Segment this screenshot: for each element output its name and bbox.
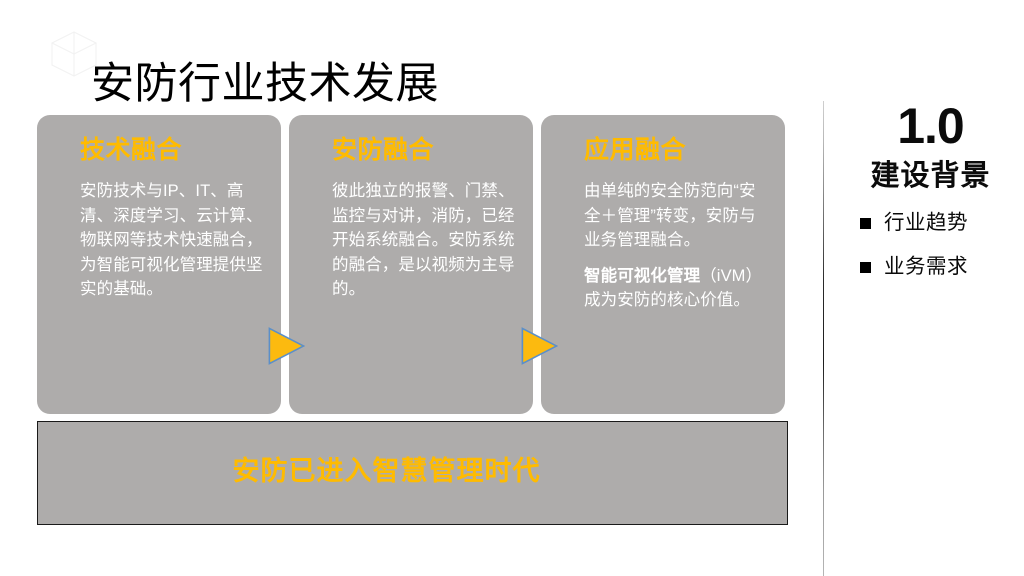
card-title: 技术融合 [80, 136, 183, 164]
card-body: 彼此独立的报警、门禁、监控与对讲，消防，已经开始系统融合。安防系统的融合，是以视… [332, 179, 517, 302]
card-body: 安防技术与IP、IT、高清、深度学习、云计算、物联网等技术快速融合，为智能可视化… [80, 179, 265, 302]
vertical-divider [823, 101, 825, 576]
card-body: 由单纯的安全防范向“安全＋管理”转变，安防与业务管理融合。 智能可视化管理（iV… [584, 179, 769, 313]
sidebar-item-label: 业务需求 [884, 255, 968, 278]
sidebar-item-business-demand[interactable]: 业务需求 [860, 254, 1018, 280]
section-subtitle: 建设背景 [870, 160, 991, 192]
conclusion-banner-text: 安防已进入智慧管理时代 [232, 456, 541, 486]
concept-card-application-fusion[interactable]: 应用融合 由单纯的安全防范向“安全＋管理”转变，安防与业务管理融合。 智能可视化… [541, 115, 785, 414]
concept-card-technology-fusion[interactable]: 技术融合 安防技术与IP、IT、高清、深度学习、云计算、物联网等技术快速融合，为… [37, 115, 281, 414]
sidebar-item-industry-trend[interactable]: 行业趋势 [860, 210, 1018, 236]
section-number: 1.0 [897, 98, 965, 154]
arrow-card2-to-card3-icon [521, 327, 559, 365]
conclusion-banner[interactable]: 安防已进入智慧管理时代 [37, 421, 788, 525]
concept-card-security-fusion[interactable]: 安防融合 彼此独立的报警、门禁、监控与对讲，消防，已经开始系统融合。安防系统的融… [289, 115, 533, 414]
card-emphasis-rest: （iVM）成为安防的核心价值。 [584, 266, 763, 310]
card-title: 安防融合 [332, 136, 435, 164]
section-topic-list: 行业趋势 业务需求 [843, 210, 1018, 280]
sidebar-item-label: 行业趋势 [884, 211, 968, 234]
section-sidebar: 1.0 建设背景 行业趋势 业务需求 [843, 98, 1018, 298]
square-bullet-icon [860, 261, 871, 273]
card-emphasis-bold: 智能可视化管理 [584, 266, 701, 285]
square-bullet-icon [860, 217, 871, 229]
card-title: 应用融合 [584, 136, 687, 164]
arrow-card1-to-card2-icon [268, 327, 306, 365]
card-paragraph: 彼此独立的报警、门禁、监控与对讲，消防，已经开始系统融合。安防系统的融合，是以视… [332, 182, 515, 298]
card-paragraph: 由单纯的安全防范向“安全＋管理”转变，安防与业务管理融合。 [584, 182, 756, 249]
concept-cards-row: 技术融合 安防技术与IP、IT、高清、深度学习、云计算、物联网等技术快速融合，为… [37, 115, 785, 414]
card-paragraph-emphasis: 智能可视化管理（iVM）成为安防的核心价值。 [584, 264, 769, 313]
page-title: 安防行业技术发展 [91, 59, 439, 108]
card-paragraph: 安防技术与IP、IT、高清、深度学习、云计算、物联网等技术快速融合，为智能可视化… [80, 182, 263, 298]
